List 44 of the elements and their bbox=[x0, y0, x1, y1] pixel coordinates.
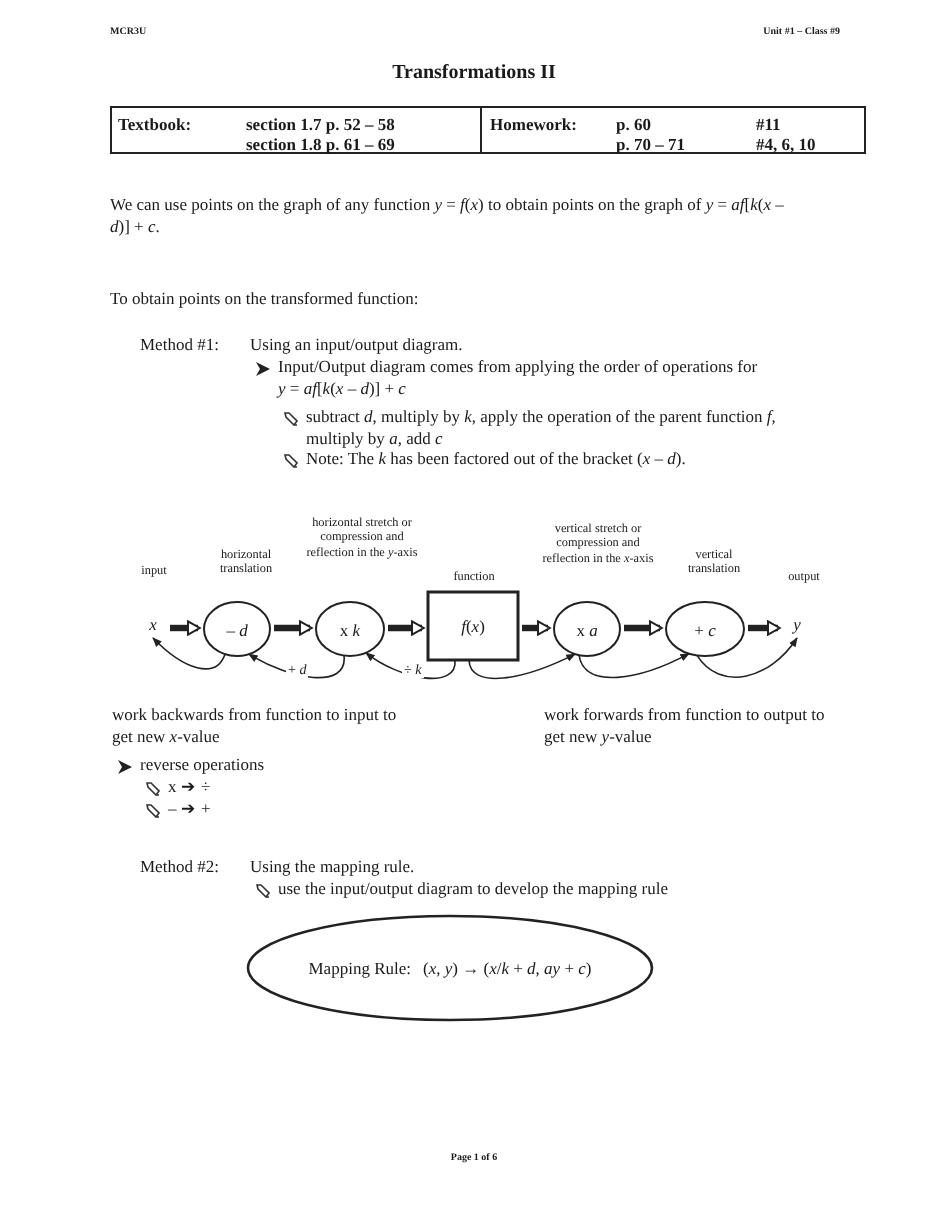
curved-arrow bbox=[468, 653, 576, 680]
curved-arrow bbox=[152, 637, 226, 670]
body-text: We can use points on the graph of any function y = f(x) to obtain points on the graph of y = af[k(x – d)] + c. bbox=[110, 194, 786, 239]
table-text: section 1.7 p. 52 – 58 bbox=[246, 114, 397, 137]
bullet-text: reverse operations bbox=[140, 754, 267, 777]
variable-text: x bbox=[149, 614, 157, 634]
double-arrow bbox=[624, 620, 663, 636]
double-arrow bbox=[274, 620, 313, 636]
table-text: p. 70 – 71 bbox=[616, 134, 687, 157]
operation-text: x k bbox=[339, 619, 361, 639]
table-text: section 1.8 p. 61 – 69 bbox=[246, 134, 397, 157]
double-arrow bbox=[522, 620, 551, 636]
body-text: work backwards from function to input to get new x-value bbox=[112, 704, 399, 749]
body-text: work forwards from function to output to get new y-value bbox=[544, 704, 827, 749]
curved-arrow bbox=[578, 652, 690, 679]
body-text: To obtain points on the transformed function: bbox=[110, 288, 421, 311]
operation-text: – d bbox=[226, 619, 248, 639]
body-text: Using an input/output diagram. bbox=[250, 334, 465, 357]
table-text: p. 60 bbox=[616, 114, 653, 137]
bullet-text: – ➔ + bbox=[168, 798, 213, 821]
body-text: Using the mapping rule. bbox=[250, 856, 417, 879]
bullet-text: x ➔ ÷ bbox=[168, 776, 213, 799]
curved-arrow bbox=[248, 653, 345, 679]
table-text: Textbook: bbox=[118, 114, 194, 137]
body-text: Method #1: bbox=[140, 334, 221, 357]
curved-arrow bbox=[365, 652, 456, 680]
operation-text: x a bbox=[576, 619, 598, 639]
double-arrow bbox=[388, 620, 425, 636]
variable-text: y bbox=[793, 614, 801, 634]
bullet-text: Input/Output diagram comes from applying the order of operations for y = af[k(x – d)] + c bbox=[278, 356, 758, 401]
page-title: Transformations II bbox=[390, 62, 558, 86]
bullet-text: Note: The k has been factored out of the bracket (x – d). bbox=[306, 448, 688, 471]
mapping-rule-text: (x, y) → (x/k + d, ay + c) bbox=[422, 958, 592, 978]
double-arrow bbox=[748, 620, 781, 636]
operation-text: + c bbox=[694, 619, 716, 639]
double-arrow bbox=[170, 620, 201, 636]
operation-text: f(x) bbox=[461, 616, 485, 636]
curved-arrow bbox=[696, 637, 798, 678]
bullet-text: use the input/output diagram to develop the mapping rule bbox=[278, 878, 670, 901]
body-text: Method #2: bbox=[140, 856, 221, 879]
table-text: #4, 6, 10 bbox=[756, 134, 818, 157]
table-text: Homework: bbox=[490, 114, 579, 137]
mapping-rule-text: Mapping Rule: bbox=[308, 958, 411, 978]
table-text: #11 bbox=[756, 114, 783, 137]
